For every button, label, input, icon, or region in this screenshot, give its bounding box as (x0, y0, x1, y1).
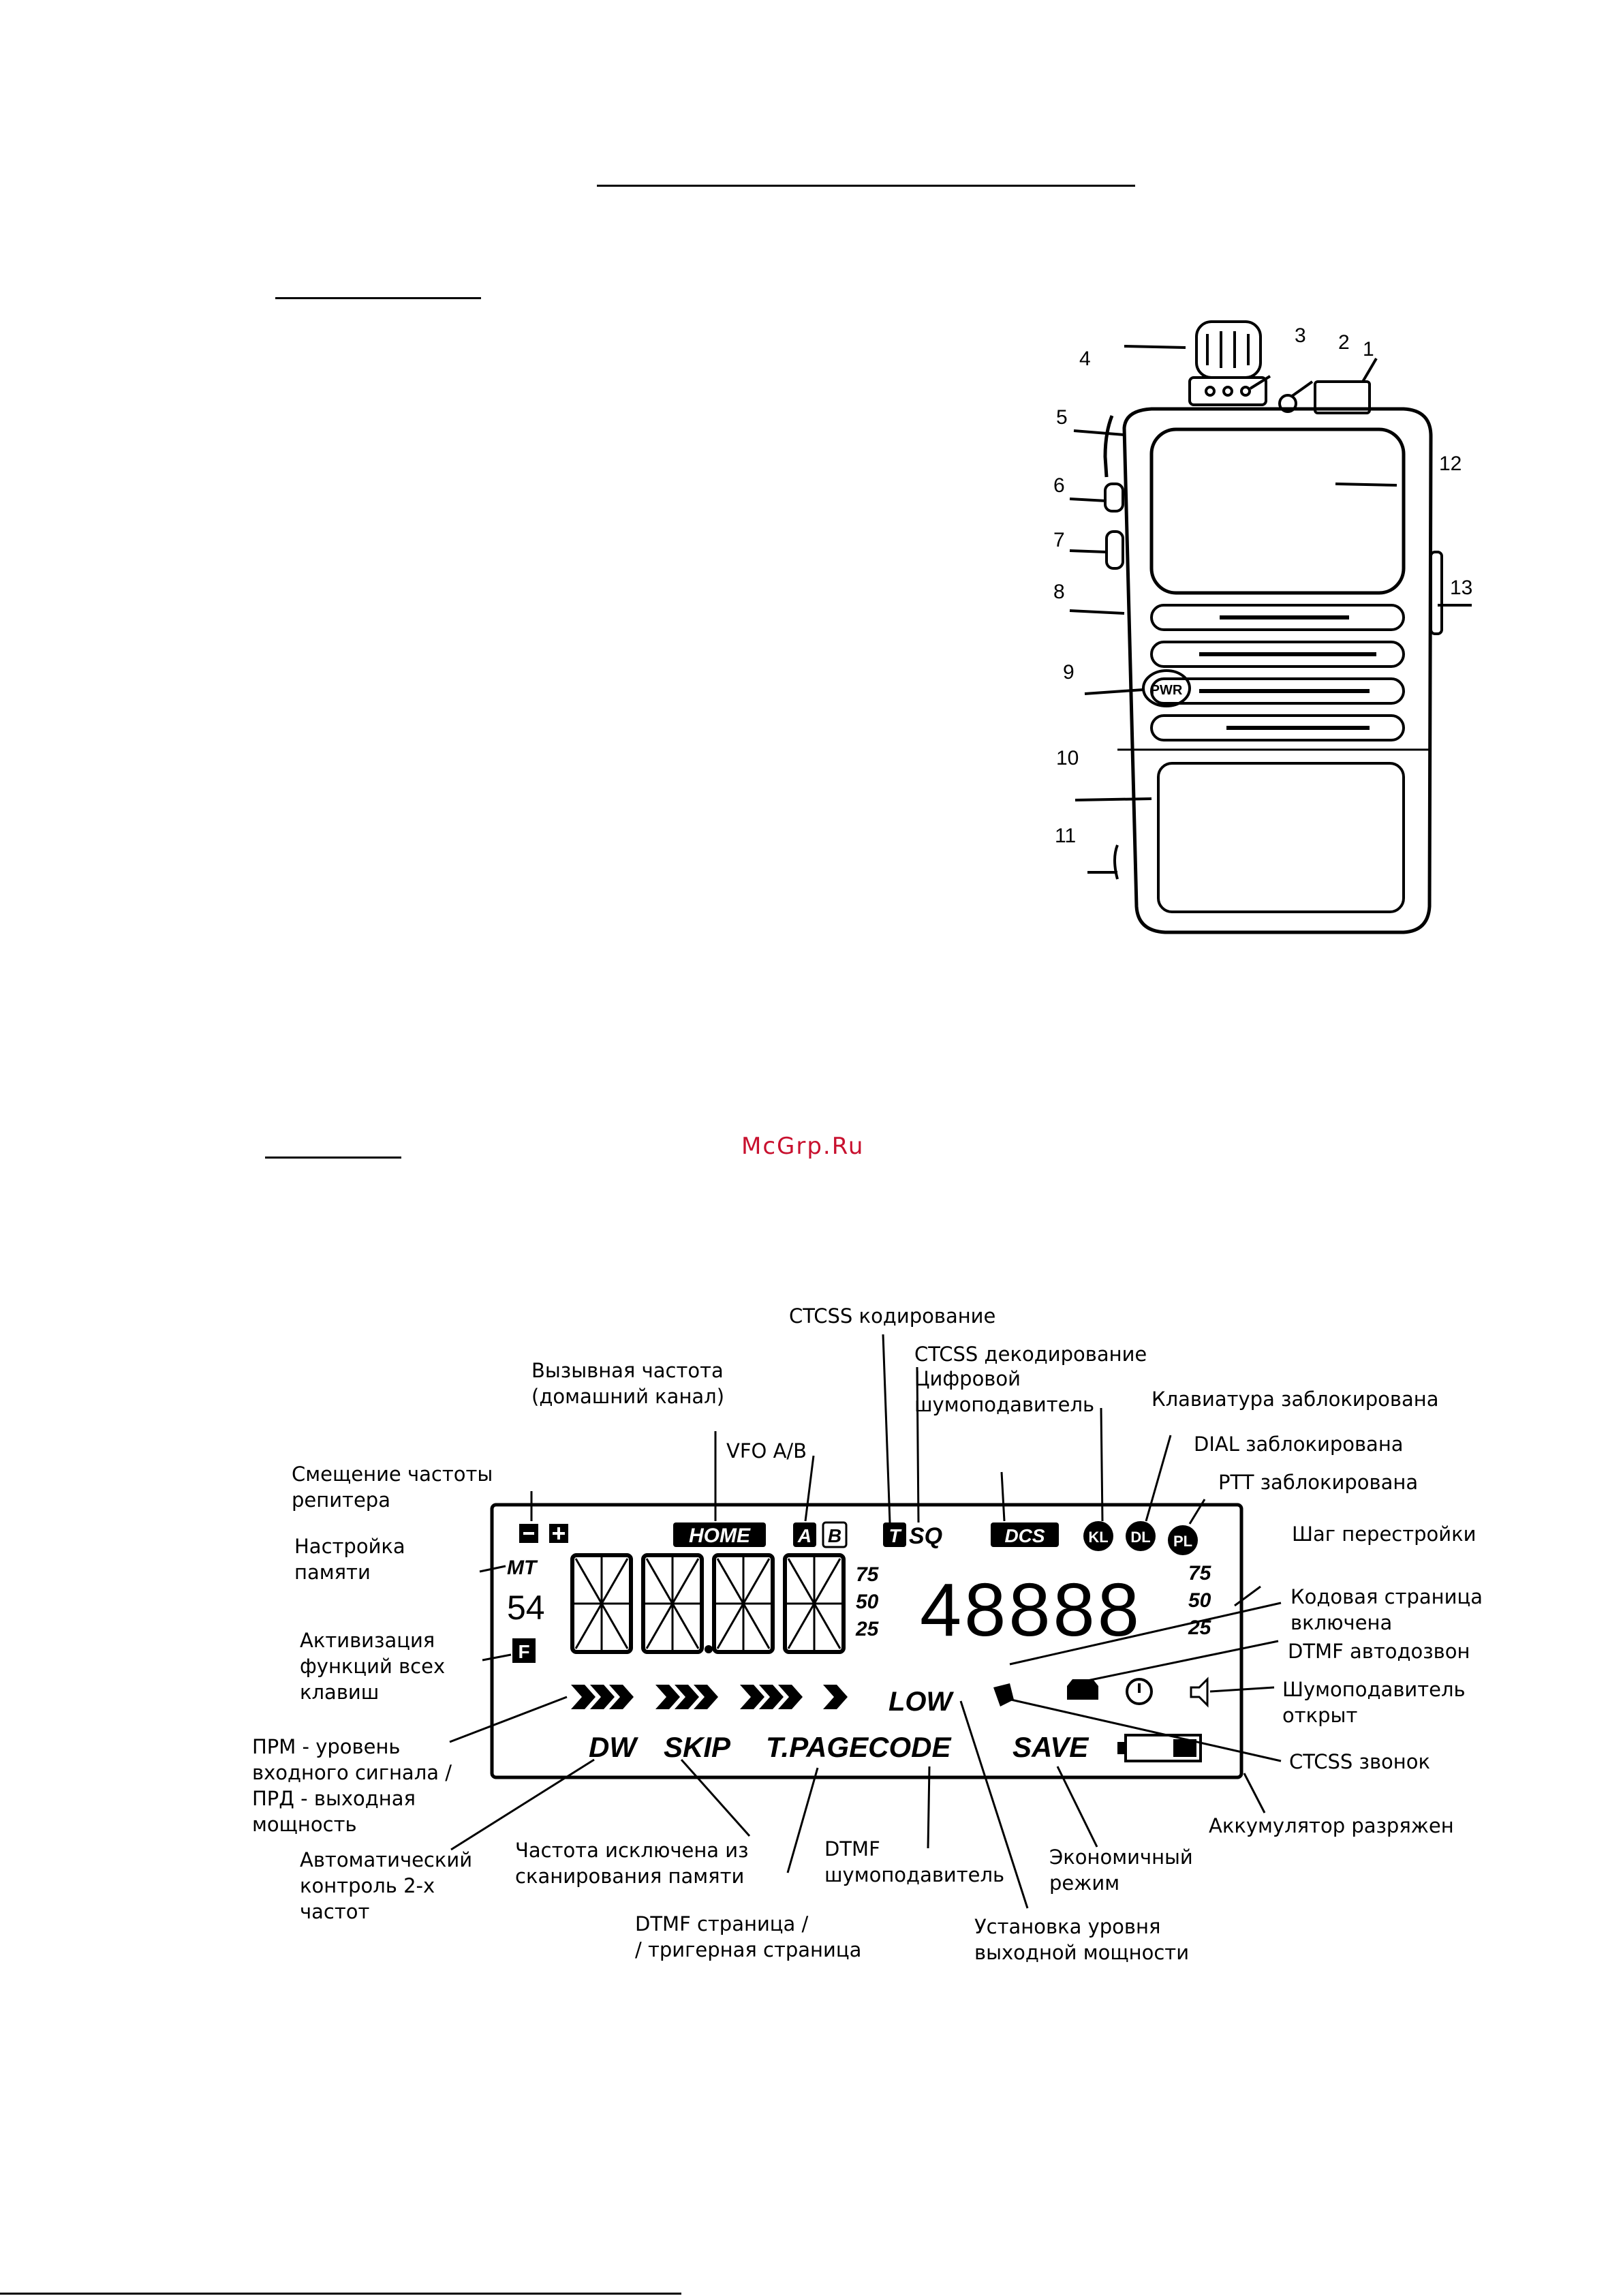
callout-12: 12 (1439, 453, 1462, 475)
pwr-button (1142, 669, 1191, 707)
label-vfo-ab: VFO A/B (726, 1439, 807, 1463)
callout-7: 7 (1053, 529, 1065, 551)
radio-body (1122, 407, 1433, 934)
lcd-step-l-25: 25 (855, 1618, 880, 1640)
callout-11: 11 (1055, 825, 1077, 847)
lcd-home: HOME (689, 1525, 751, 1547)
label-economy-mode: Экономичный режим (1049, 1846, 1193, 1895)
lcd-mt: MT (507, 1557, 538, 1579)
lcd-step-r-50: 50 (1188, 1589, 1211, 1612)
callout-8: 8 (1053, 581, 1065, 603)
lcd-sq: SQ (909, 1523, 942, 1549)
lcd-pl: PL (1173, 1533, 1192, 1550)
label-skip-memory: Частота исключена из сканирования памяти (515, 1839, 749, 1888)
section-1-underline (275, 297, 481, 299)
label-battery-low: Аккумулятор разряжен (1209, 1814, 1454, 1837)
lcd-low: LOW (888, 1687, 955, 1717)
label-keyboard-locked: Клавиатура заблокирована (1151, 1388, 1439, 1411)
label-ctcss-bell: CTCSS звонок (1289, 1750, 1431, 1773)
callout-2: 2 (1338, 331, 1350, 354)
label-dial-locked: DIAL заблокирована (1194, 1433, 1404, 1456)
label-dtmf-squelch: DTMF шумоподавитель (824, 1837, 1005, 1886)
pwr-button-label: PWR (1151, 683, 1183, 698)
label-squelch-open: Шумоподавитель открыт (1282, 1678, 1466, 1727)
callout-6: 6 (1053, 474, 1065, 497)
label-dtmf-page: DTMF страница / / тригерная страница (635, 1912, 862, 1961)
label-activate-functions: Активизация функций всех клавиш (300, 1629, 446, 1704)
callout-9: 9 (1063, 661, 1075, 684)
lcd-small-digits: 48888 (920, 1568, 1142, 1652)
footer-rule (0, 2293, 681, 2295)
callout-5: 5 (1056, 406, 1068, 429)
callout-3: 3 (1295, 324, 1306, 347)
label-call-frequency: Вызывная частота (домашний канал) (531, 1359, 725, 1408)
label-code-page: Кодовая страница включена (1290, 1585, 1483, 1634)
lcd-tpagecode: T.PAGECODE (766, 1731, 952, 1763)
lcd-step-l-50: 50 (856, 1591, 879, 1613)
label-rx-tx-level: ПРМ - уровень входного сигнала / ПРД - в… (252, 1735, 452, 1836)
antenna-connector (1314, 380, 1371, 414)
lcd-s4: 54 (507, 1589, 545, 1627)
callout-1: 1 (1363, 338, 1374, 361)
section-2-underline (265, 1157, 401, 1159)
label-ptt-locked: PTT заблокирована (1218, 1471, 1419, 1494)
lcd-vfo-a: A (797, 1525, 812, 1546)
label-memory-tune: Настройка памяти (294, 1535, 405, 1584)
lcd-vfo-b: B (828, 1525, 841, 1546)
lcd-f: F (518, 1641, 529, 1662)
label-repeater-shift: Смещение частоты репитера (292, 1463, 493, 1512)
callout-13: 13 (1450, 577, 1473, 599)
label-ctcss-decode: CTCSS декодирование (914, 1343, 1147, 1366)
label-dtmf-autodial: DTMF автодозвон (1288, 1640, 1470, 1663)
lcd-step-r-75: 75 (1188, 1562, 1212, 1585)
lcd-skip: SKIP (664, 1731, 731, 1763)
radio-screen (1149, 427, 1406, 595)
label-auto-dual-watch: Автоматический контроль 2-х частот (300, 1848, 473, 1923)
callout-4: 4 (1079, 348, 1091, 370)
watermark-text: McGrp.Ru (741, 1133, 865, 1160)
lcd-t: T (888, 1525, 902, 1546)
label-ctcss-encode: CTCSS кодирование (789, 1304, 996, 1328)
radio-lower-panel (1157, 762, 1405, 913)
label-tuning-step: Шаг перестройки (1292, 1522, 1477, 1546)
title-underline (597, 185, 1135, 187)
led-indicator (1278, 394, 1297, 413)
lcd-kl: KL (1088, 1529, 1108, 1546)
lcd-save: SAVE (1013, 1731, 1089, 1763)
volume-knob (1188, 320, 1267, 406)
lcd-dcs: DCS (1004, 1525, 1045, 1546)
callout-10: 10 (1056, 747, 1079, 769)
label-digital-squelch: Цифровой шумоподавитель (914, 1367, 1095, 1416)
lcd-step-l-75: 75 (856, 1563, 880, 1586)
label-power-level: Установка уровня выходной мощности (974, 1915, 1190, 1964)
lcd-dl: DL (1130, 1529, 1150, 1546)
radio-illustration: PWR (1069, 320, 1472, 934)
lcd-dw: DW (589, 1731, 638, 1763)
